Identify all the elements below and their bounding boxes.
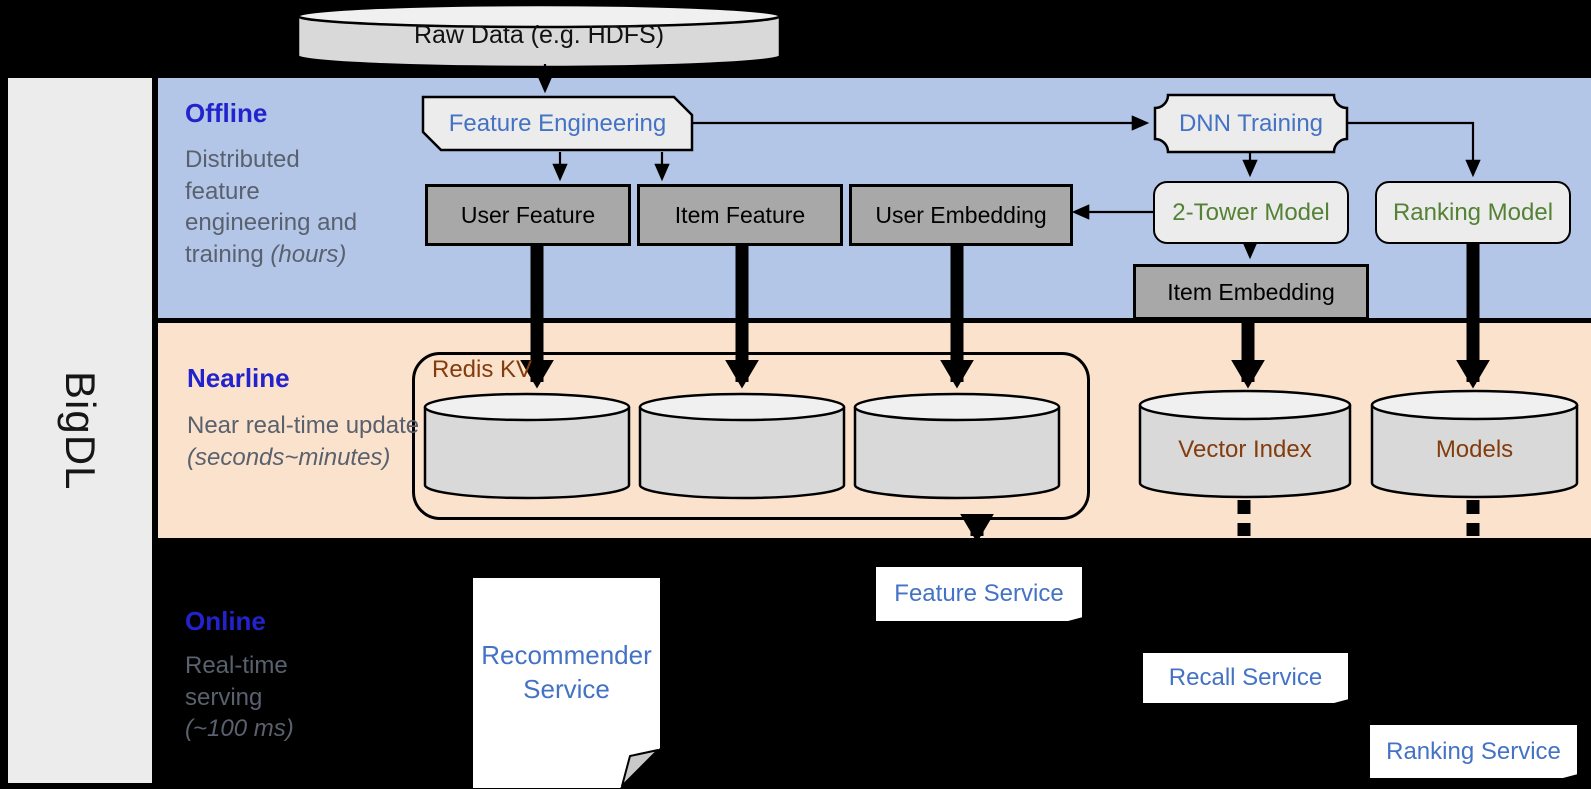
ranking-service-node: Ranking Service	[1370, 725, 1582, 789]
redis-kv-label: Redis KV	[432, 356, 533, 383]
two-tower-model-node: 2-Tower Model	[1153, 181, 1349, 244]
redis-cylinder-3	[853, 407, 1061, 500]
arrow-dnn-training-to-ranking-model	[1347, 121, 1481, 178]
raw-data-store-label: Raw Data (e.g. HDFS)	[413, 20, 665, 49]
user-feature-node: User Feature	[425, 184, 631, 246]
feature-engineering-node: Feature Engineering	[448, 109, 667, 137]
page-fold-icon	[1561, 774, 1582, 789]
brand-label: BigDL	[57, 370, 104, 491]
ranking-service-label: Ranking Service	[1386, 737, 1561, 765]
dnn-training-node: DNN Training	[1178, 109, 1324, 137]
offline-band-description: Distributed feature engineering and trai…	[185, 144, 380, 271]
feature-service-label: Feature Service	[894, 580, 1064, 607]
nearline-band-title: Nearline	[187, 363, 290, 393]
dnn-training-shape	[1153, 93, 1349, 154]
online-description-text: Real-time serving	[185, 652, 288, 711]
online-band-description: Real-time serving (~100 ms)	[185, 650, 325, 745]
redis-cylinder-2	[638, 407, 846, 500]
offline-description-note: (hours)	[270, 241, 347, 269]
online-description-note: (~100 ms)	[185, 715, 294, 743]
item-embedding-node: Item Embedding	[1133, 264, 1369, 320]
models-cylinder	[1370, 405, 1579, 499]
vector-index-cylinder	[1138, 405, 1352, 499]
models-store-label: Models	[1435, 436, 1514, 463]
redis-cylinder-3-top	[853, 392, 1061, 422]
sidebar-brand-panel: BigDL	[8, 78, 152, 783]
feature-service-node: Feature Service	[876, 567, 1087, 634]
item-feature-node: Item Feature	[637, 184, 843, 246]
online-band-title: Online	[185, 606, 266, 636]
page-fold-icon	[621, 749, 659, 787]
raw-data-cylinder	[296, 16, 782, 69]
nearline-description-text: Near real-time update	[187, 412, 420, 439]
nearline-description-note: (seconds~minutes)	[187, 443, 391, 471]
recall-service-label: Recall Service	[1168, 664, 1323, 691]
redis-cylinder-1-top	[423, 392, 631, 422]
raw-data-cylinder-top	[296, 3, 782, 29]
recommender-service-document	[473, 578, 660, 788]
recommender-service-label: Recommender Service	[481, 640, 652, 705]
nearline-band-description: Near real-time update (seconds~minutes)	[187, 410, 427, 473]
user-embedding-node: User Embedding	[849, 184, 1073, 246]
models-cylinder-top	[1370, 389, 1579, 421]
vector-index-cylinder-top	[1138, 389, 1352, 421]
redis-cylinder-1	[423, 407, 631, 500]
ranking-model-node: Ranking Model	[1375, 181, 1571, 244]
offline-band-title: Offline	[185, 98, 268, 128]
offline-description-text: Distributed feature engineering and trai…	[185, 146, 358, 269]
redis-cylinder-2-top	[638, 392, 846, 422]
vector-index-store-label: Vector Index	[1178, 436, 1312, 463]
recall-service-node: Recall Service	[1143, 653, 1353, 716]
feature-engineering-shape	[421, 95, 694, 152]
redis-kv-container	[412, 352, 1090, 520]
